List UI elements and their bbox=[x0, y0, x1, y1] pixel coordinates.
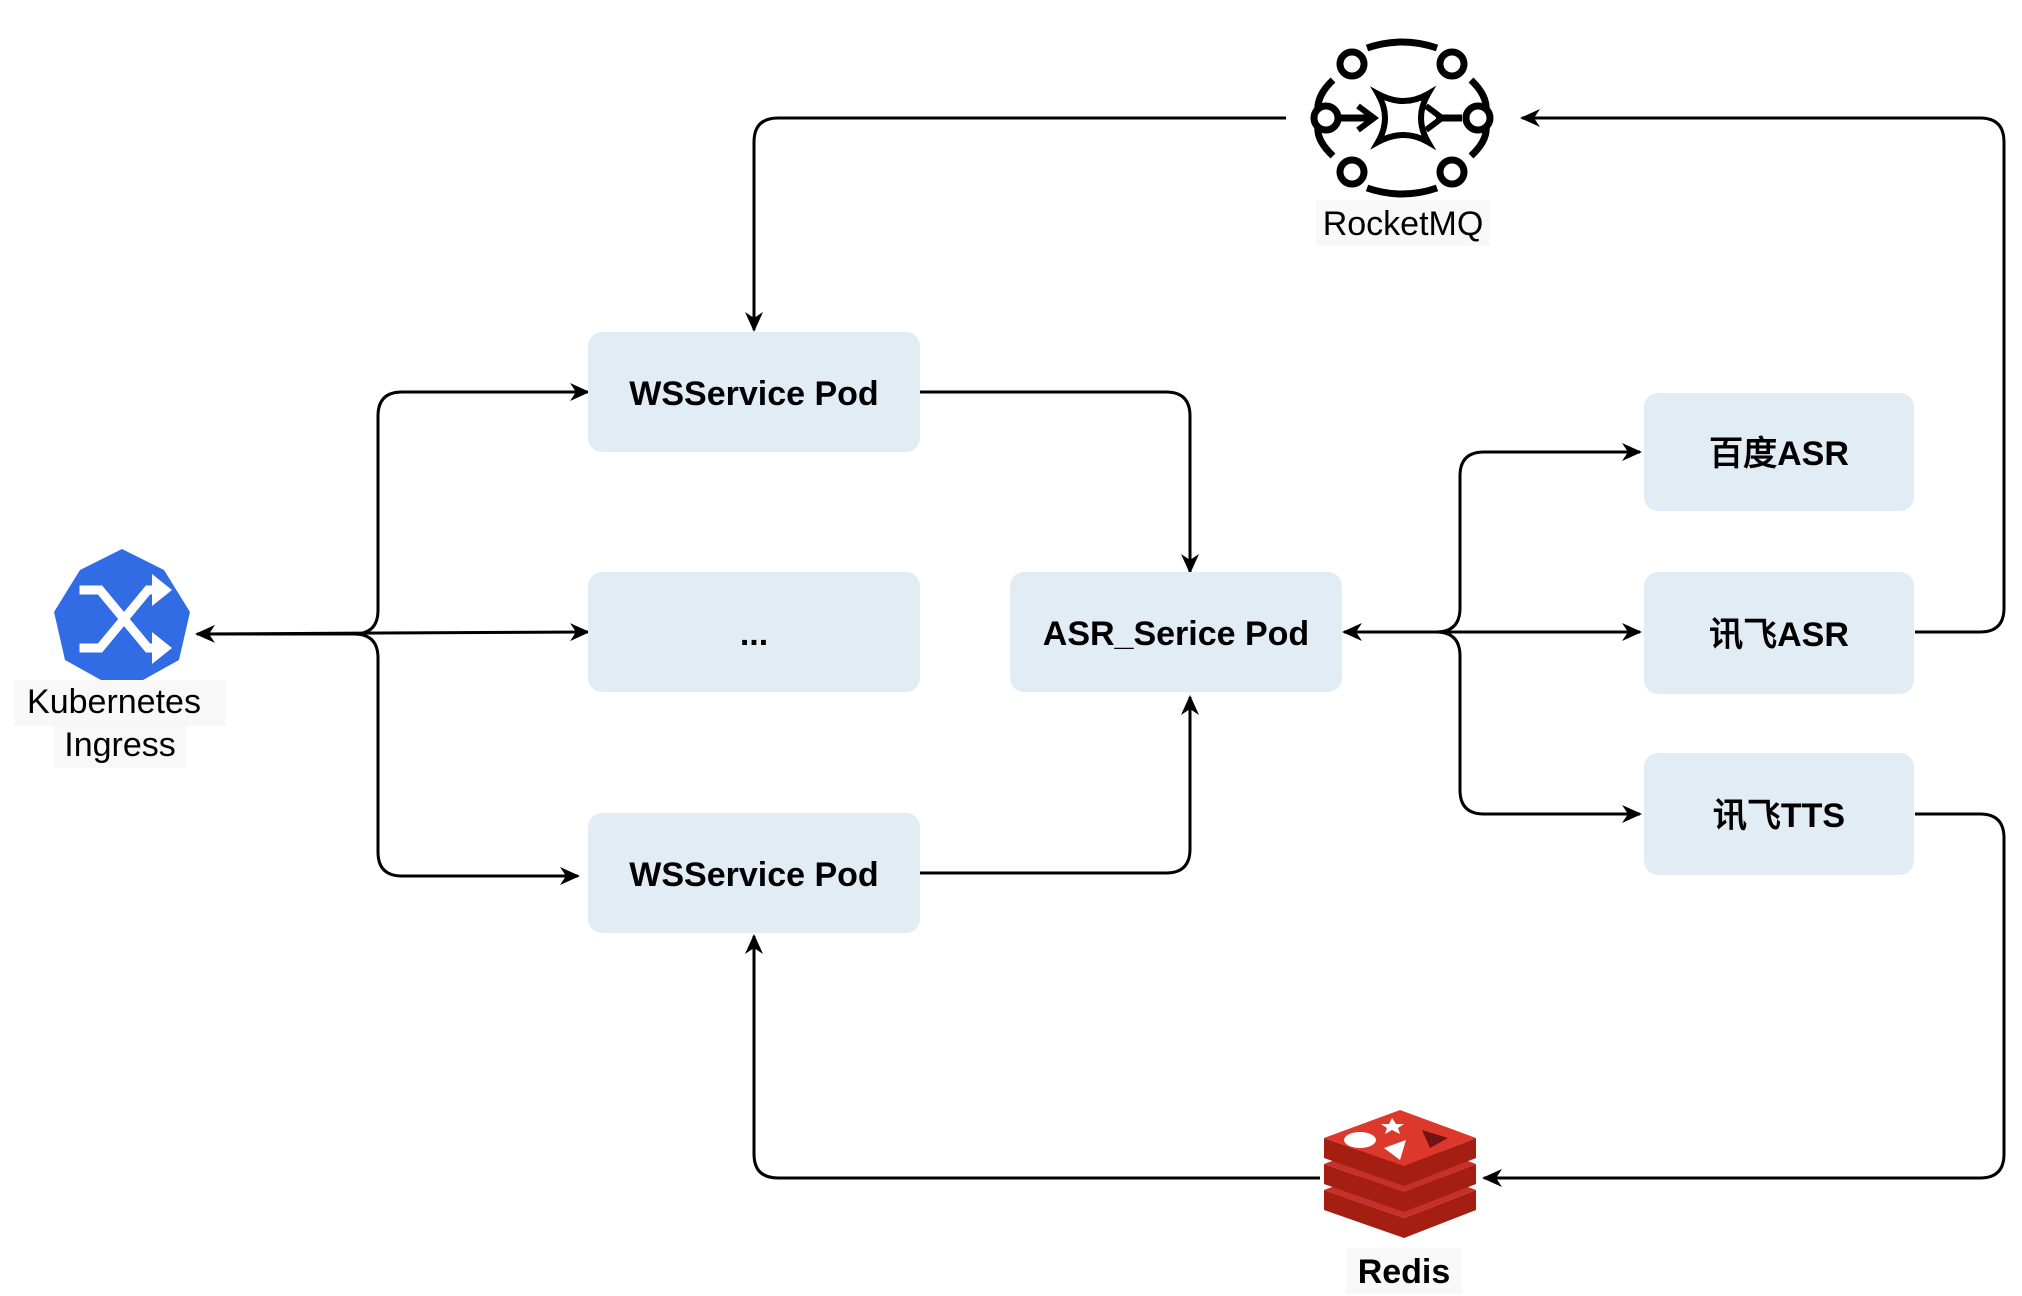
edge-ws-pod-bottom-to-asr-pod bbox=[920, 695, 1199, 875]
xunfei-tts-node[interactable]: 讯飞TTS bbox=[1644, 753, 1914, 875]
kubernetes-ingress-node[interactable]: Kubernetes Ingress bbox=[14, 549, 226, 768]
redis-icon bbox=[1324, 1110, 1476, 1238]
edge-asr-pod-to-baidu-asr bbox=[1344, 443, 1642, 634]
redis-label: Redis bbox=[1358, 1253, 1451, 1291]
rocketmq-icon bbox=[1310, 38, 1494, 198]
edge-rocketmq-to-ws-pod-top bbox=[745, 116, 1286, 332]
kubernetes-ingress-label-line2: Ingress bbox=[64, 726, 176, 764]
redis-node[interactable]: Redis bbox=[1324, 1110, 1476, 1294]
ws-pod-bottom-label: WSService Pod bbox=[629, 856, 878, 894]
edge-ws-pod-top-to-asr-pod bbox=[920, 390, 1199, 574]
baidu-asr-label: 百度ASR bbox=[1709, 435, 1849, 473]
ws-pod-top-label: WSService Pod bbox=[629, 375, 878, 413]
xunfei-tts-label: 讯飞TTS bbox=[1713, 797, 1845, 835]
rocketmq-label: RocketMQ bbox=[1323, 205, 1484, 243]
edge-xunfei-tts-to-redis bbox=[1482, 812, 2006, 1187]
asr-pod-label: ASR_Serice Pod bbox=[1043, 615, 1309, 653]
kubernetes-ingress-icon bbox=[54, 549, 190, 680]
ws-pod-top[interactable]: WSService Pod bbox=[588, 332, 920, 452]
xunfei-asr-label: 讯飞ASR bbox=[1709, 616, 1849, 654]
edge-asr-pod-to-xunfei-tts bbox=[1344, 630, 1642, 823]
rocketmq-node[interactable]: RocketMQ bbox=[1310, 38, 1494, 246]
xunfei-asr-node[interactable]: 讯飞ASR bbox=[1644, 572, 1914, 694]
baidu-asr-node[interactable]: 百度ASR bbox=[1644, 393, 1914, 511]
ws-pod-middle[interactable]: ... bbox=[588, 572, 920, 692]
edge-xunfei-asr-to-rocketmq bbox=[1520, 109, 2006, 634]
edges bbox=[195, 109, 2006, 1187]
edge-ingress-to-ws-pod-bottom bbox=[197, 632, 580, 885]
ws-pod-bottom[interactable]: WSService Pod bbox=[588, 813, 920, 933]
asr-pod[interactable]: ASR_Serice Pod bbox=[1010, 572, 1342, 692]
edge-redis-to-ws-pod-bottom bbox=[745, 934, 1320, 1180]
edge-ingress-to-ws-pod-top bbox=[197, 383, 590, 636]
ws-pod-middle-label: ... bbox=[740, 615, 768, 653]
kubernetes-ingress-label-line1: Kubernetes bbox=[27, 683, 201, 721]
